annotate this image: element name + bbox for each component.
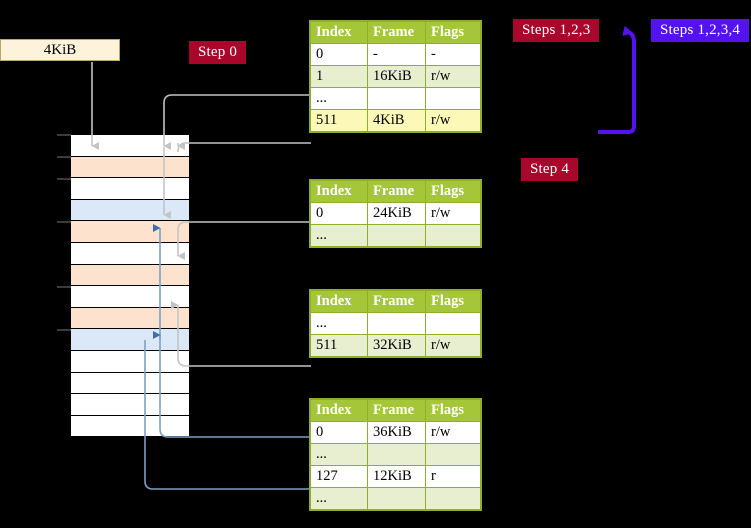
step-4-badge: Step 4 bbox=[521, 158, 579, 181]
steps-1234-badge: Steps 1,2,3,4 bbox=[651, 19, 750, 42]
cell-flags: r/w bbox=[425, 65, 481, 88]
steps-123-label: Steps 1,2,3 bbox=[522, 22, 591, 38]
cell-flags: r bbox=[425, 465, 481, 488]
column-header-flags: Flags bbox=[425, 290, 481, 313]
cell-frame: 4KiB bbox=[367, 109, 426, 132]
table-row: 511 4KiB r/w bbox=[310, 109, 481, 132]
wire-t0-row1 bbox=[163, 94, 311, 150]
table-header-row: Index Frame Flags bbox=[310, 21, 481, 44]
column-header-frame: Frame bbox=[367, 290, 426, 313]
cell-index: 511 bbox=[310, 334, 368, 357]
cell-index: ... bbox=[310, 224, 368, 247]
cell-frame bbox=[367, 443, 426, 466]
column-header-frame: Frame bbox=[367, 180, 426, 203]
column-header-frame: Frame bbox=[367, 399, 426, 422]
column-header-flags: Flags bbox=[425, 180, 481, 203]
table-row: 0 - - bbox=[310, 43, 481, 66]
table-row: 511 32KiB r/w bbox=[310, 334, 481, 357]
wire-t3-row127 bbox=[144, 340, 311, 490]
wire-t1-row0 bbox=[177, 221, 311, 260]
cell-flags: - bbox=[425, 43, 481, 66]
cell-frame: 36KiB bbox=[367, 421, 426, 444]
table-row: ... bbox=[310, 443, 481, 466]
table-header-row: Index Frame Flags bbox=[310, 180, 481, 203]
table-row: ... bbox=[310, 312, 481, 335]
cell-frame bbox=[367, 487, 426, 510]
page-table-level-2: Index Frame Flags ... 511 32KiB r/w bbox=[310, 290, 481, 357]
cell-index: 511 bbox=[310, 109, 368, 132]
memory-tick-marks bbox=[57, 134, 71, 331]
cell-flags bbox=[425, 443, 481, 466]
arrow-steps-1234-bracket bbox=[598, 25, 636, 134]
wire-t0-row511 bbox=[177, 142, 311, 152]
cell-frame: 12KiB bbox=[367, 465, 426, 488]
table-row: 0 36KiB r/w bbox=[310, 421, 481, 444]
column-header-flags: Flags bbox=[425, 399, 481, 422]
steps-123-badge: Steps 1,2,3 bbox=[513, 19, 600, 42]
cell-flags bbox=[425, 87, 481, 110]
table-row: ... bbox=[310, 224, 481, 247]
column-header-index: Index bbox=[310, 180, 368, 203]
cell-frame: 16KiB bbox=[367, 65, 426, 88]
cell-flags bbox=[425, 487, 481, 510]
page-table-level-0: Index Frame Flags 0 - - 1 16KiB r/w ... bbox=[310, 21, 481, 132]
table-row: ... bbox=[310, 487, 481, 510]
cell-flags bbox=[425, 312, 481, 335]
steps-1234-label: Steps 1,2,3,4 bbox=[660, 22, 741, 38]
cell-index: ... bbox=[310, 312, 368, 335]
table-row: 1 16KiB r/w bbox=[310, 65, 481, 88]
column-header-index: Index bbox=[310, 399, 368, 422]
table-row: ... bbox=[310, 87, 481, 110]
column-header-flags: Flags bbox=[425, 21, 481, 44]
cell-frame bbox=[367, 224, 426, 247]
cell-index: ... bbox=[310, 87, 368, 110]
cell-index: 0 bbox=[310, 202, 368, 225]
cell-frame: - bbox=[367, 43, 426, 66]
cell-frame bbox=[367, 312, 426, 335]
wire-t2-row511 bbox=[171, 301, 311, 367]
cell-frame bbox=[367, 87, 426, 110]
step-0-label: Step 0 bbox=[198, 44, 238, 60]
size-box-label: 4KiB bbox=[43, 41, 77, 58]
column-header-index: Index bbox=[310, 290, 368, 313]
cell-frame: 32KiB bbox=[367, 334, 426, 357]
cell-flags: r/w bbox=[425, 421, 481, 444]
wire-t3-row0 bbox=[153, 224, 311, 438]
table-row: 127 12KiB r bbox=[310, 465, 481, 488]
size-box-4kib: 4KiB bbox=[0, 39, 120, 61]
cell-flags bbox=[425, 224, 481, 247]
page-table-level-3: Index Frame Flags 0 36KiB r/w ... 127 12… bbox=[310, 399, 481, 510]
column-header-frame: Frame bbox=[367, 21, 426, 44]
cell-flags: r/w bbox=[425, 202, 481, 225]
cell-index: 0 bbox=[310, 421, 368, 444]
cell-index: ... bbox=[310, 443, 368, 466]
cell-index: 0 bbox=[310, 43, 368, 66]
table-header-row: Index Frame Flags bbox=[310, 399, 481, 422]
page-table-level-1: Index Frame Flags 0 24KiB r/w ... bbox=[310, 180, 481, 247]
step-0-badge: Step 0 bbox=[189, 41, 247, 64]
cell-index: 127 bbox=[310, 465, 368, 488]
table-row: 0 24KiB r/w bbox=[310, 202, 481, 225]
table-header-row: Index Frame Flags bbox=[310, 290, 481, 313]
cell-flags: r/w bbox=[425, 109, 481, 132]
step-4-label: Step 4 bbox=[530, 161, 570, 177]
cell-index: 1 bbox=[310, 65, 368, 88]
cell-index: ... bbox=[310, 487, 368, 510]
cell-flags: r/w bbox=[425, 334, 481, 357]
column-header-index: Index bbox=[310, 21, 368, 44]
cell-frame: 24KiB bbox=[367, 202, 426, 225]
